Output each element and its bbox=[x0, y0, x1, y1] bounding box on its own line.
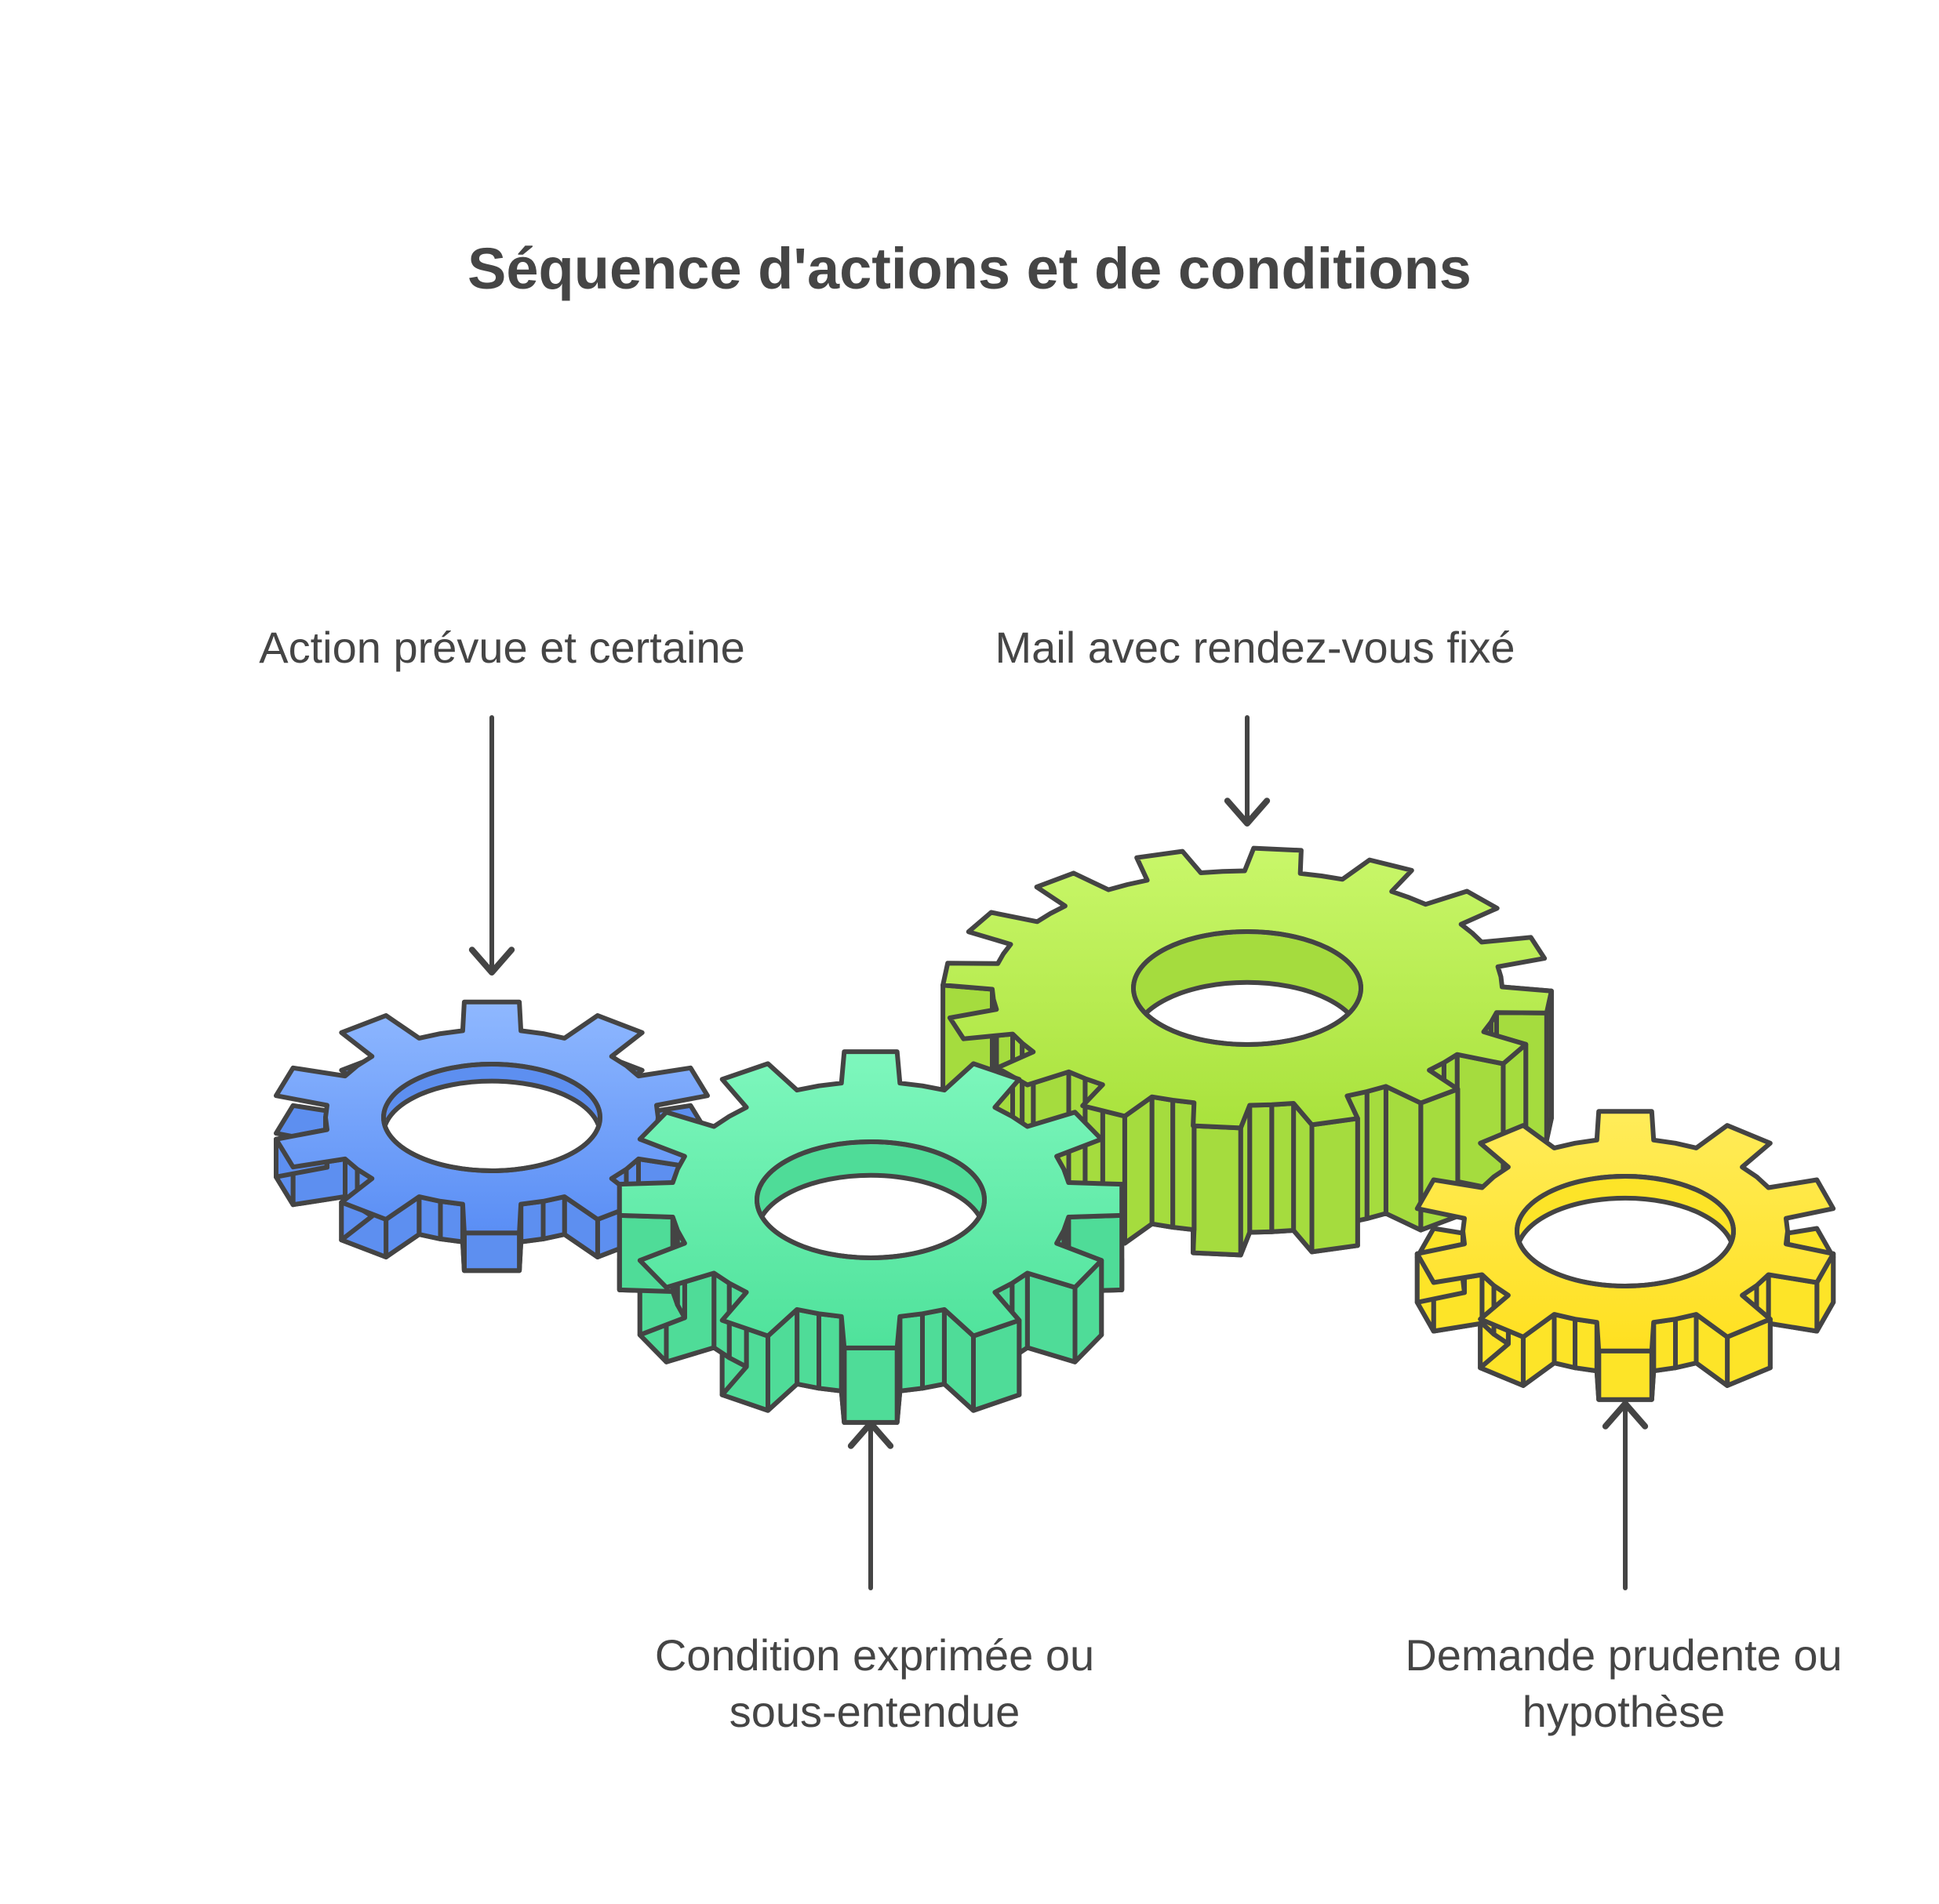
gear-green bbox=[617, 1049, 1125, 1425]
label-demande-line1: Demande prudente ou bbox=[1405, 1630, 1843, 1680]
label-mail: Mail avec rendez-vous fixé bbox=[902, 620, 1608, 676]
label-condition-line1: Condition exprimée ou bbox=[654, 1630, 1095, 1680]
label-mail-text: Mail avec rendez-vous fixé bbox=[995, 623, 1515, 672]
page-title: Séquence d'actions et de conditions bbox=[467, 236, 1472, 301]
label-demande: Demande prudente ou hypothèse bbox=[1271, 1627, 1939, 1740]
label-action-text: Action prévue et certaine bbox=[259, 623, 745, 672]
arrows-layer bbox=[468, 715, 1649, 1590]
label-demande-line2: hypothèse bbox=[1522, 1687, 1726, 1736]
label-condition: Condition exprimée ou sous-entendue bbox=[522, 1627, 1228, 1740]
gears-layer bbox=[274, 845, 1836, 1425]
label-action: Action prévue et certaine bbox=[149, 620, 855, 676]
gear-yellow bbox=[1414, 1109, 1836, 1402]
label-condition-line2: sous-entendue bbox=[729, 1687, 1020, 1736]
